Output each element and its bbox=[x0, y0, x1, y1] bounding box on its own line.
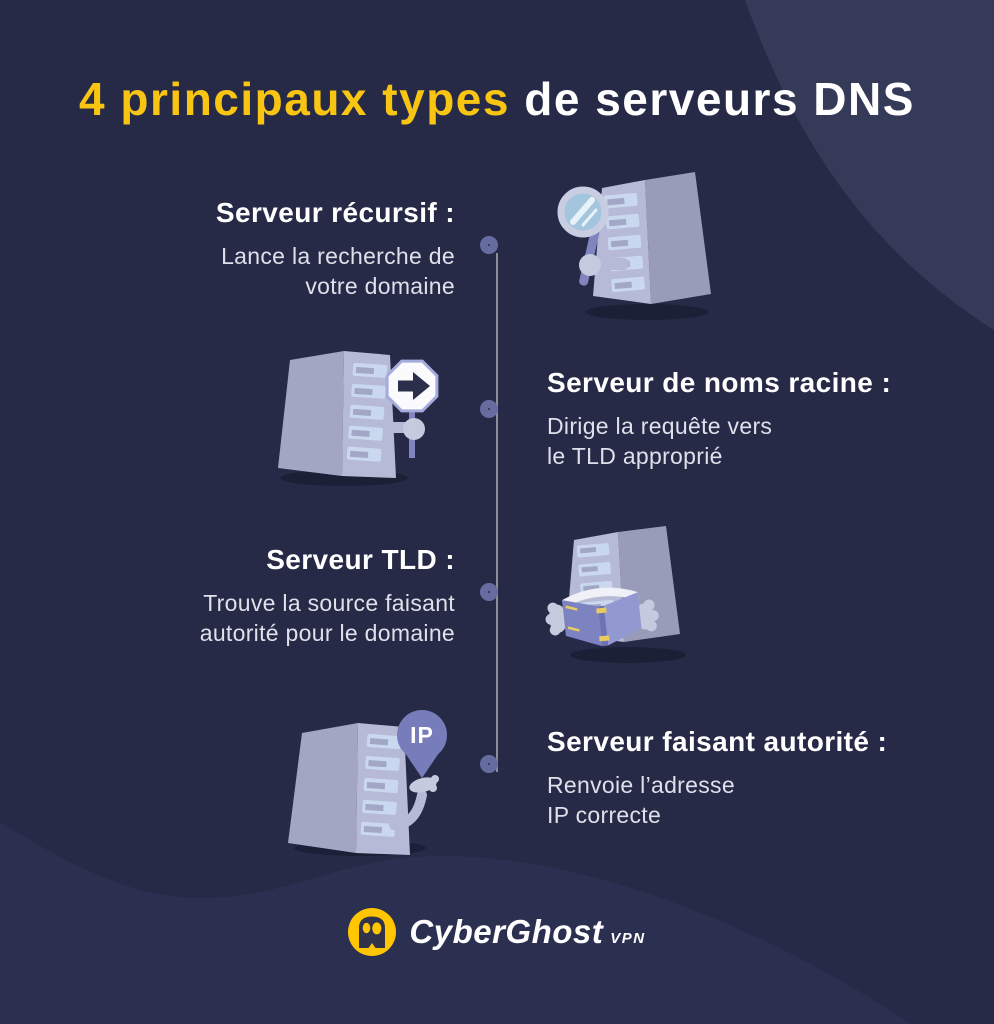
section-line: Trouve la source faisant bbox=[203, 590, 455, 616]
server-hand bbox=[409, 775, 439, 793]
timeline-connector-line bbox=[496, 253, 498, 772]
section-root-name-server: Serveur de noms racine : Dirige la requê… bbox=[547, 367, 967, 471]
timeline-node-1 bbox=[480, 236, 498, 254]
brand-name: CyberGhost bbox=[409, 913, 604, 950]
server-hand bbox=[579, 254, 601, 276]
section-heading: Serveur de noms racine : bbox=[547, 367, 892, 398]
ip-pin-label: IP bbox=[410, 722, 434, 748]
section-authoritative-server: Serveur faisant autorité : Renvoie l’adr… bbox=[547, 726, 967, 830]
timeline-node-3 bbox=[480, 583, 498, 601]
brand-logo: CyberGhost VPN bbox=[0, 903, 994, 961]
cyberghost-ghost-icon bbox=[348, 908, 397, 956]
ip-location-pin: IP bbox=[397, 710, 447, 778]
section-heading: Serveur faisant autorité : bbox=[547, 726, 888, 757]
title-rest: de serveurs DNS bbox=[509, 73, 915, 125]
server-with-ip-pin-icon: IP bbox=[288, 710, 447, 856]
brand-suffix: VPN bbox=[610, 930, 646, 947]
bottom-wave-shape bbox=[0, 822, 910, 1024]
title-highlight: 4 principaux types bbox=[79, 73, 510, 125]
section-line: Renvoie l’adresse bbox=[547, 772, 735, 798]
arrow-right-icon bbox=[413, 372, 430, 400]
section-line: IP correcte bbox=[547, 802, 662, 828]
server-with-direction-sign-icon bbox=[278, 351, 439, 486]
section-tld-server: Serveur TLD : Trouve la source faisant a… bbox=[35, 544, 455, 648]
server-arm bbox=[593, 258, 629, 270]
section-line: Lance la recherche de bbox=[221, 243, 455, 269]
server-reading-book-icon bbox=[545, 526, 686, 663]
brand-wordmark: CyberGhost VPN bbox=[409, 913, 645, 951]
server-drawers bbox=[346, 362, 388, 462]
section-heading: Serveur récursif : bbox=[215, 197, 455, 228]
timeline-node-2 bbox=[480, 400, 498, 418]
open-book bbox=[545, 587, 659, 647]
section-line: le TLD approprié bbox=[547, 443, 723, 469]
section-line: votre domaine bbox=[305, 273, 455, 299]
section-line: autorité pour le domaine bbox=[199, 620, 455, 646]
server-hand bbox=[403, 418, 425, 440]
section-line: Dirige la requête vers bbox=[547, 413, 773, 439]
server-with-magnifier-icon bbox=[557, 172, 711, 320]
server-drawers bbox=[360, 734, 402, 837]
section-heading: Serveur TLD : bbox=[266, 544, 455, 575]
server-arm bbox=[389, 790, 427, 830]
timeline-node-4 bbox=[480, 755, 498, 773]
page-title: 4 principaux types de serveurs DNS bbox=[0, 72, 994, 126]
top-right-wave-shape bbox=[745, 0, 994, 330]
section-recursive-server: Serveur récursif : Lance la recherche de… bbox=[35, 197, 455, 301]
